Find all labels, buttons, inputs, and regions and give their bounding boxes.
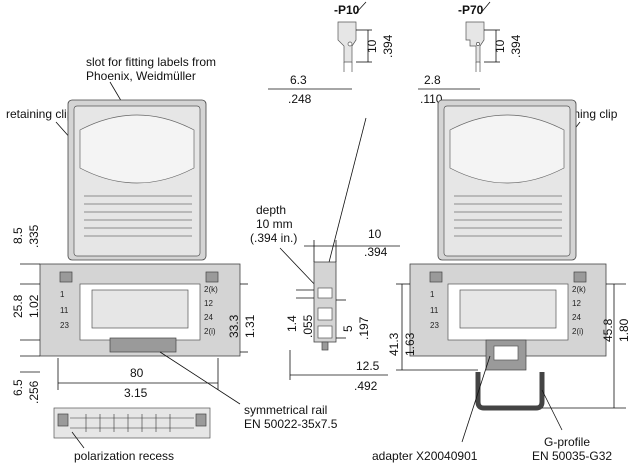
right-right-mm: 45.8 (601, 318, 615, 342)
side-view: depth 10 mm (.394 in.) 10 .394 1.4 .055 … (250, 117, 400, 393)
side-bottom-mm: 12.5 (356, 359, 380, 373)
svg-text:23: 23 (60, 321, 69, 330)
svg-text:2(i): 2(i) (204, 327, 216, 336)
p10-label: -P10 (334, 3, 360, 17)
left-bottom-in: .256 (27, 380, 41, 404)
svg-text:12: 12 (204, 299, 213, 308)
right-left-mm: 41.3 (387, 332, 401, 356)
rail-teeth (85, 414, 171, 432)
side-small-in: .055 (301, 314, 315, 338)
side-leader-top (325, 117, 367, 275)
left-front-view: slot for fitting labels from Phoenix, We… (6, 55, 338, 463)
p70-detail: -P70 10 .394 2.8 .110 (418, 1, 523, 106)
svg-text:1: 1 (60, 290, 65, 299)
p10-leader (354, 1, 367, 15)
right-front-view: retaining clip 1 11 23 2(k) 12 24 2(i) (372, 99, 631, 463)
left-top-in: .335 (27, 224, 41, 248)
svg-text:2(k): 2(k) (572, 285, 586, 294)
vent-grid-right (454, 195, 562, 237)
left-bottom-mm: 6.5 (11, 379, 25, 396)
svg-text:2(i): 2(i) (572, 327, 584, 336)
left-right-in: 1.31 (243, 314, 257, 338)
depth-label-line1: depth (256, 203, 286, 217)
p70-width-in: .110 (420, 92, 443, 106)
svg-text:12: 12 (572, 299, 581, 308)
p70-contact (465, 21, 485, 63)
side-width-in: .394 (364, 245, 388, 259)
sym-rail-label-line1: symmetrical rail (244, 403, 327, 417)
right-right-in: 1.80 (617, 318, 631, 342)
left-mid-mm: 25.8 (11, 294, 25, 318)
svg-text:11: 11 (430, 306, 439, 315)
svg-text:1: 1 (430, 290, 435, 299)
depth-label-line2: 10 mm (256, 217, 293, 231)
p10-height-mm: 10 (365, 39, 379, 53)
p10-detail: -P10 10 .394 6.3 .248 (268, 1, 395, 106)
left-top-mm: 8.5 (11, 227, 25, 244)
retaining-clip-left-label: retaining clip (6, 107, 74, 121)
slot-label-line1: slot for fitting labels from (86, 55, 216, 69)
p10-width-in: .248 (288, 92, 312, 106)
svg-text:23: 23 (430, 321, 439, 330)
p70-height-mm: 10 (493, 39, 507, 53)
p10-width-mm: 6.3 (290, 73, 307, 87)
vent-grid (84, 195, 192, 237)
sym-rail-label-line2: EN 50022-35x7.5 (244, 417, 338, 431)
svg-text:11: 11 (60, 306, 69, 315)
g-profile-label-line1: G-profile (544, 435, 590, 449)
rail-clip (109, 337, 177, 353)
polarization-recess-label: polarization recess (74, 449, 174, 463)
p70-height-in: .394 (509, 34, 523, 58)
svg-text:24: 24 (572, 313, 581, 322)
p10-height-in: .394 (381, 34, 395, 58)
p70-label: -P70 (458, 3, 484, 17)
g-profile-label-line2: EN 50035-G32 (532, 449, 612, 463)
g-profile (475, 372, 545, 411)
side-width-mm: 10 (368, 227, 382, 241)
svg-text:2(k): 2(k) (204, 285, 218, 294)
left-width-in: 3.15 (124, 386, 148, 400)
svg-text:24: 24 (204, 313, 213, 322)
depth-label-line3: (.394 in.) (250, 231, 297, 245)
left-right-mm: 33.3 (227, 314, 241, 338)
left-width-mm: 80 (130, 366, 144, 380)
relay-dome (79, 114, 195, 184)
side-mid-in: .197 (357, 316, 371, 340)
side-bottom-in: .492 (354, 379, 378, 393)
p70-width-mm: 2.8 (424, 73, 441, 87)
side-small-mm: 1.4 (285, 315, 299, 332)
right-left-in: 1.63 (403, 332, 417, 356)
adapter-label: adapter X20040901 (372, 449, 478, 463)
rail-section (53, 407, 211, 439)
slot-label-line2: Phoenix, Weidmüller (86, 69, 196, 83)
side-mid-mm: 5 (341, 325, 355, 332)
left-mid-in: 1.02 (27, 294, 41, 318)
p10-contact-hole (347, 41, 353, 47)
p10-contact (337, 21, 357, 63)
